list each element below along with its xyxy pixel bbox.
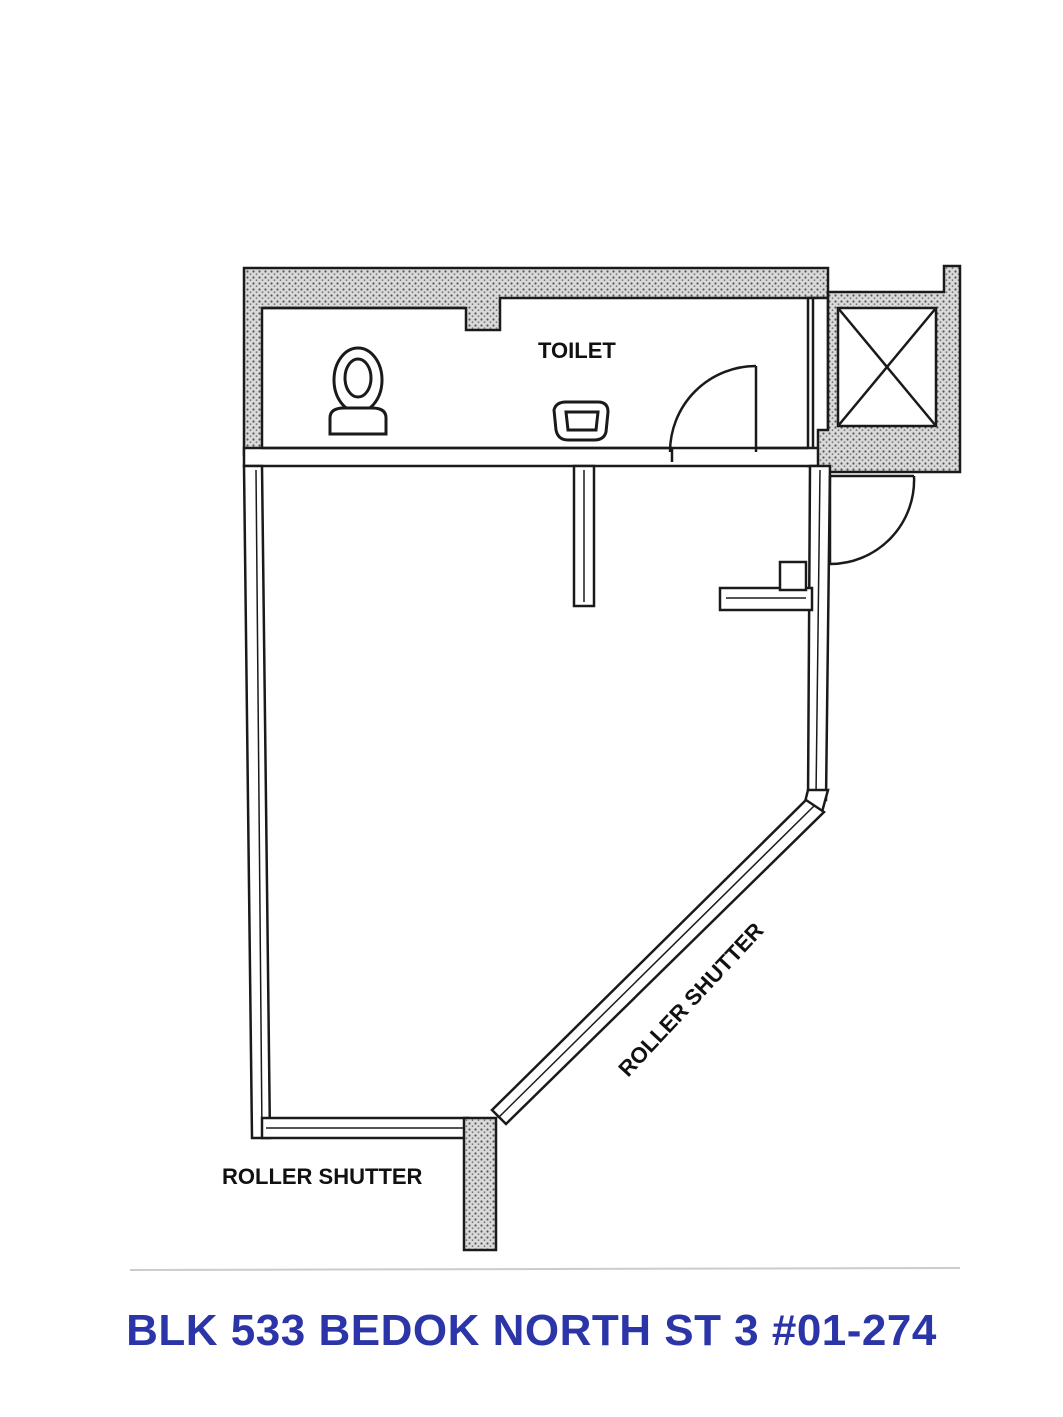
shaft-cross-icon	[837, 307, 937, 427]
toilet-bowl-icon	[328, 346, 388, 436]
toilet-block-walls	[242, 266, 830, 468]
wash-basin-icon	[552, 400, 610, 442]
side-door-swing-icon	[828, 474, 916, 566]
page-baseline	[129, 1267, 961, 1271]
roller-shutter-bottom-label: ROLLER SHUTTER	[222, 1164, 423, 1189]
shop-walls	[242, 464, 832, 1252]
toilet-label: TOILET	[538, 338, 616, 363]
door-swing-icon	[668, 364, 758, 453]
service-shaft	[816, 264, 962, 474]
address-title: BLK 533 BEDOK NORTH ST 3 #01-274	[126, 1306, 937, 1355]
